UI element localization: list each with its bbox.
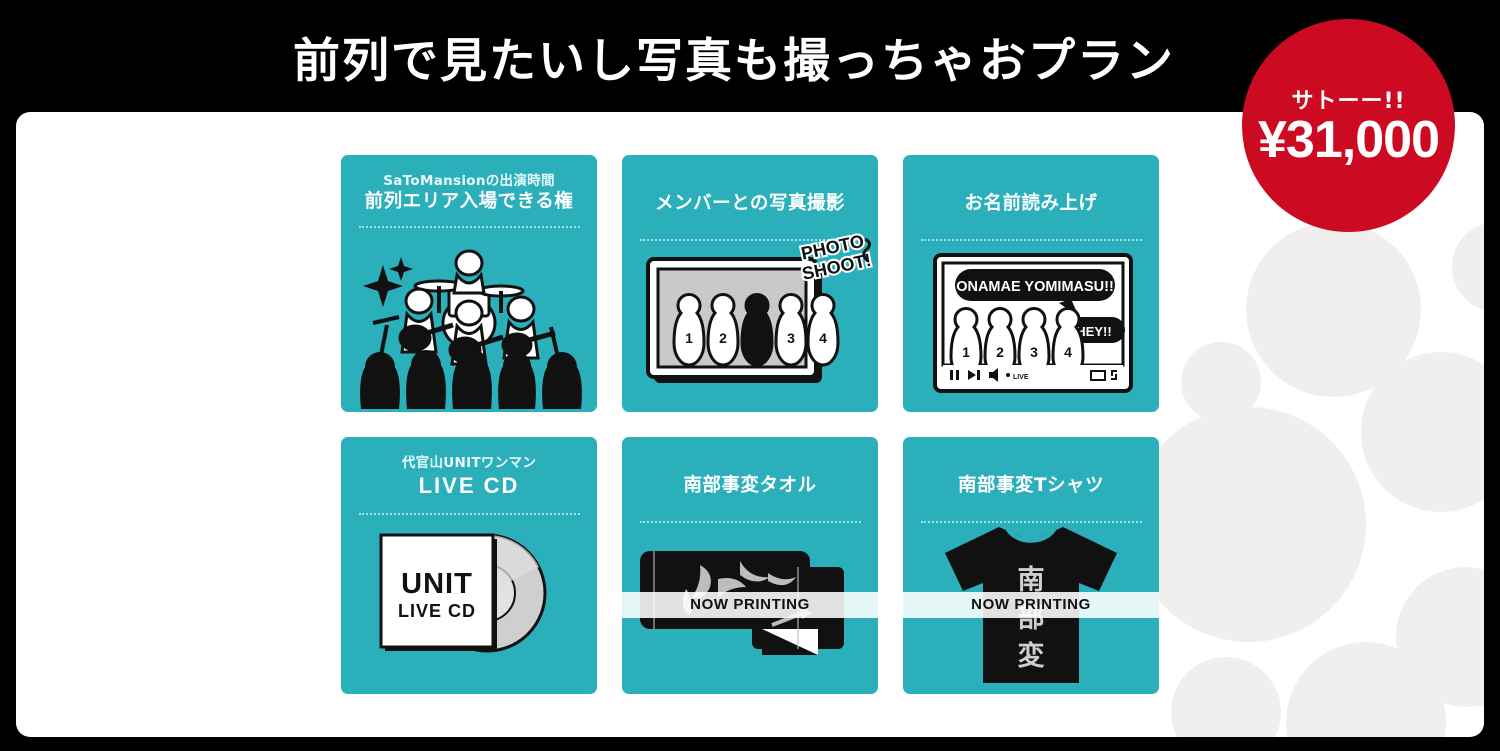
towel-illustration: NOW PRINTING <box>622 515 878 694</box>
svg-text:2: 2 <box>719 330 727 346</box>
video-player-illustration: ONAMAE YOMIMASU!! HEY!! <box>903 233 1159 412</box>
card-divider <box>639 521 861 524</box>
card-title: 前列エリア入場できる権 <box>364 191 574 213</box>
benefits-grid: SaToMansionの出演時間 前列エリア入場できる権 <box>341 155 1159 694</box>
card-header: お名前読み上げ <box>903 155 1159 242</box>
decorative-dot <box>1361 352 1484 512</box>
card-header: SaToMansionの出演時間 前列エリア入場できる権 <box>341 155 597 229</box>
page-title: 前列で見たいし写真も撮っちゃおプラン <box>293 33 1175 89</box>
card-title: メンバーとの写真撮影 <box>655 193 845 214</box>
now-printing-label: NOW PRINTING <box>690 596 810 613</box>
svg-text:3: 3 <box>787 330 795 346</box>
svg-text:南: 南 <box>1018 565 1045 596</box>
card-header: 南部事変Tシャツ <box>903 437 1159 524</box>
card-divider <box>358 512 580 515</box>
svg-text:1: 1 <box>962 344 970 360</box>
header: 前列で見たいし写真も撮っちゃおプラン <box>0 0 1500 112</box>
svg-text:変: 変 <box>1018 640 1045 672</box>
card-title: 南部事変Tシャツ <box>957 475 1105 496</box>
decorative-dot <box>1171 657 1281 737</box>
card-header: 南部事変タオル <box>622 437 878 524</box>
band-stage-illustration <box>341 233 597 412</box>
svg-text:3: 3 <box>1030 344 1038 360</box>
svg-text:4: 4 <box>819 330 827 346</box>
svg-text:4: 4 <box>1064 344 1072 360</box>
benefit-card-front-row-entry[interactable]: SaToMansionの出演時間 前列エリア入場できる権 <box>341 155 597 412</box>
benefit-card-name-readout[interactable]: お名前読み上げ ONAMAE YOMIMASU!! HEY!! <box>903 155 1159 412</box>
benefit-card-photo-with-members[interactable]: メンバーとの写真撮影 <box>622 155 878 412</box>
now-printing-label: NOW PRINTING <box>971 596 1091 613</box>
svg-text:2: 2 <box>996 344 1004 360</box>
card-title: お名前読み上げ <box>964 193 1098 214</box>
price-badge: サトーー!! ¥31,000 <box>1245 22 1452 229</box>
svg-text:UNIT: UNIT <box>401 568 473 600</box>
benefit-card-tshirt[interactable]: 南部事変Tシャツ 南 部 変 NOW <box>903 437 1159 694</box>
svg-text:HEY!!: HEY!! <box>1076 324 1111 339</box>
background-dots <box>16 112 1484 737</box>
card-divider <box>358 226 580 229</box>
card-divider <box>639 239 861 242</box>
card-subtitle: SaToMansionの出演時間 <box>383 173 555 189</box>
content-panel: SaToMansionの出演時間 前列エリア入場できる権 <box>16 112 1484 737</box>
decorative-dot <box>1181 342 1261 422</box>
card-title: LIVE CD <box>418 473 520 499</box>
benefit-card-towel[interactable]: 南部事変タオル <box>622 437 878 694</box>
card-subtitle: 代官山UNITワンマン <box>401 455 537 471</box>
decorative-dot <box>1131 407 1366 642</box>
tshirt-illustration: 南 部 変 NOW PRINTING <box>903 515 1159 694</box>
now-printing-banner: NOW PRINTING <box>622 591 878 618</box>
svg-text:ONAMAE YOMIMASU!!: ONAMAE YOMIMASU!! <box>956 279 1114 295</box>
now-printing-banner: NOW PRINTING <box>903 591 1159 618</box>
svg-text:LIVE CD: LIVE CD <box>398 601 476 621</box>
svg-text:1: 1 <box>685 330 693 346</box>
card-divider <box>920 239 1142 242</box>
benefit-card-live-cd[interactable]: 代官山UNITワンマン LIVE CD UNIT LIVE CD <box>341 437 597 694</box>
svg-text:LIVE: LIVE <box>1013 374 1029 381</box>
card-title: 南部事変タオル <box>683 475 817 496</box>
badge-price: ¥31,000 <box>1258 111 1440 170</box>
cd-sleeve-illustration: UNIT LIVE CD <box>341 515 597 694</box>
badge-top-label: サトーー!! <box>1291 89 1406 115</box>
card-divider <box>920 521 1142 524</box>
card-header: メンバーとの写真撮影 <box>622 155 878 242</box>
decorative-dot <box>1452 222 1484 312</box>
card-header: 代官山UNITワンマン LIVE CD <box>341 437 597 515</box>
